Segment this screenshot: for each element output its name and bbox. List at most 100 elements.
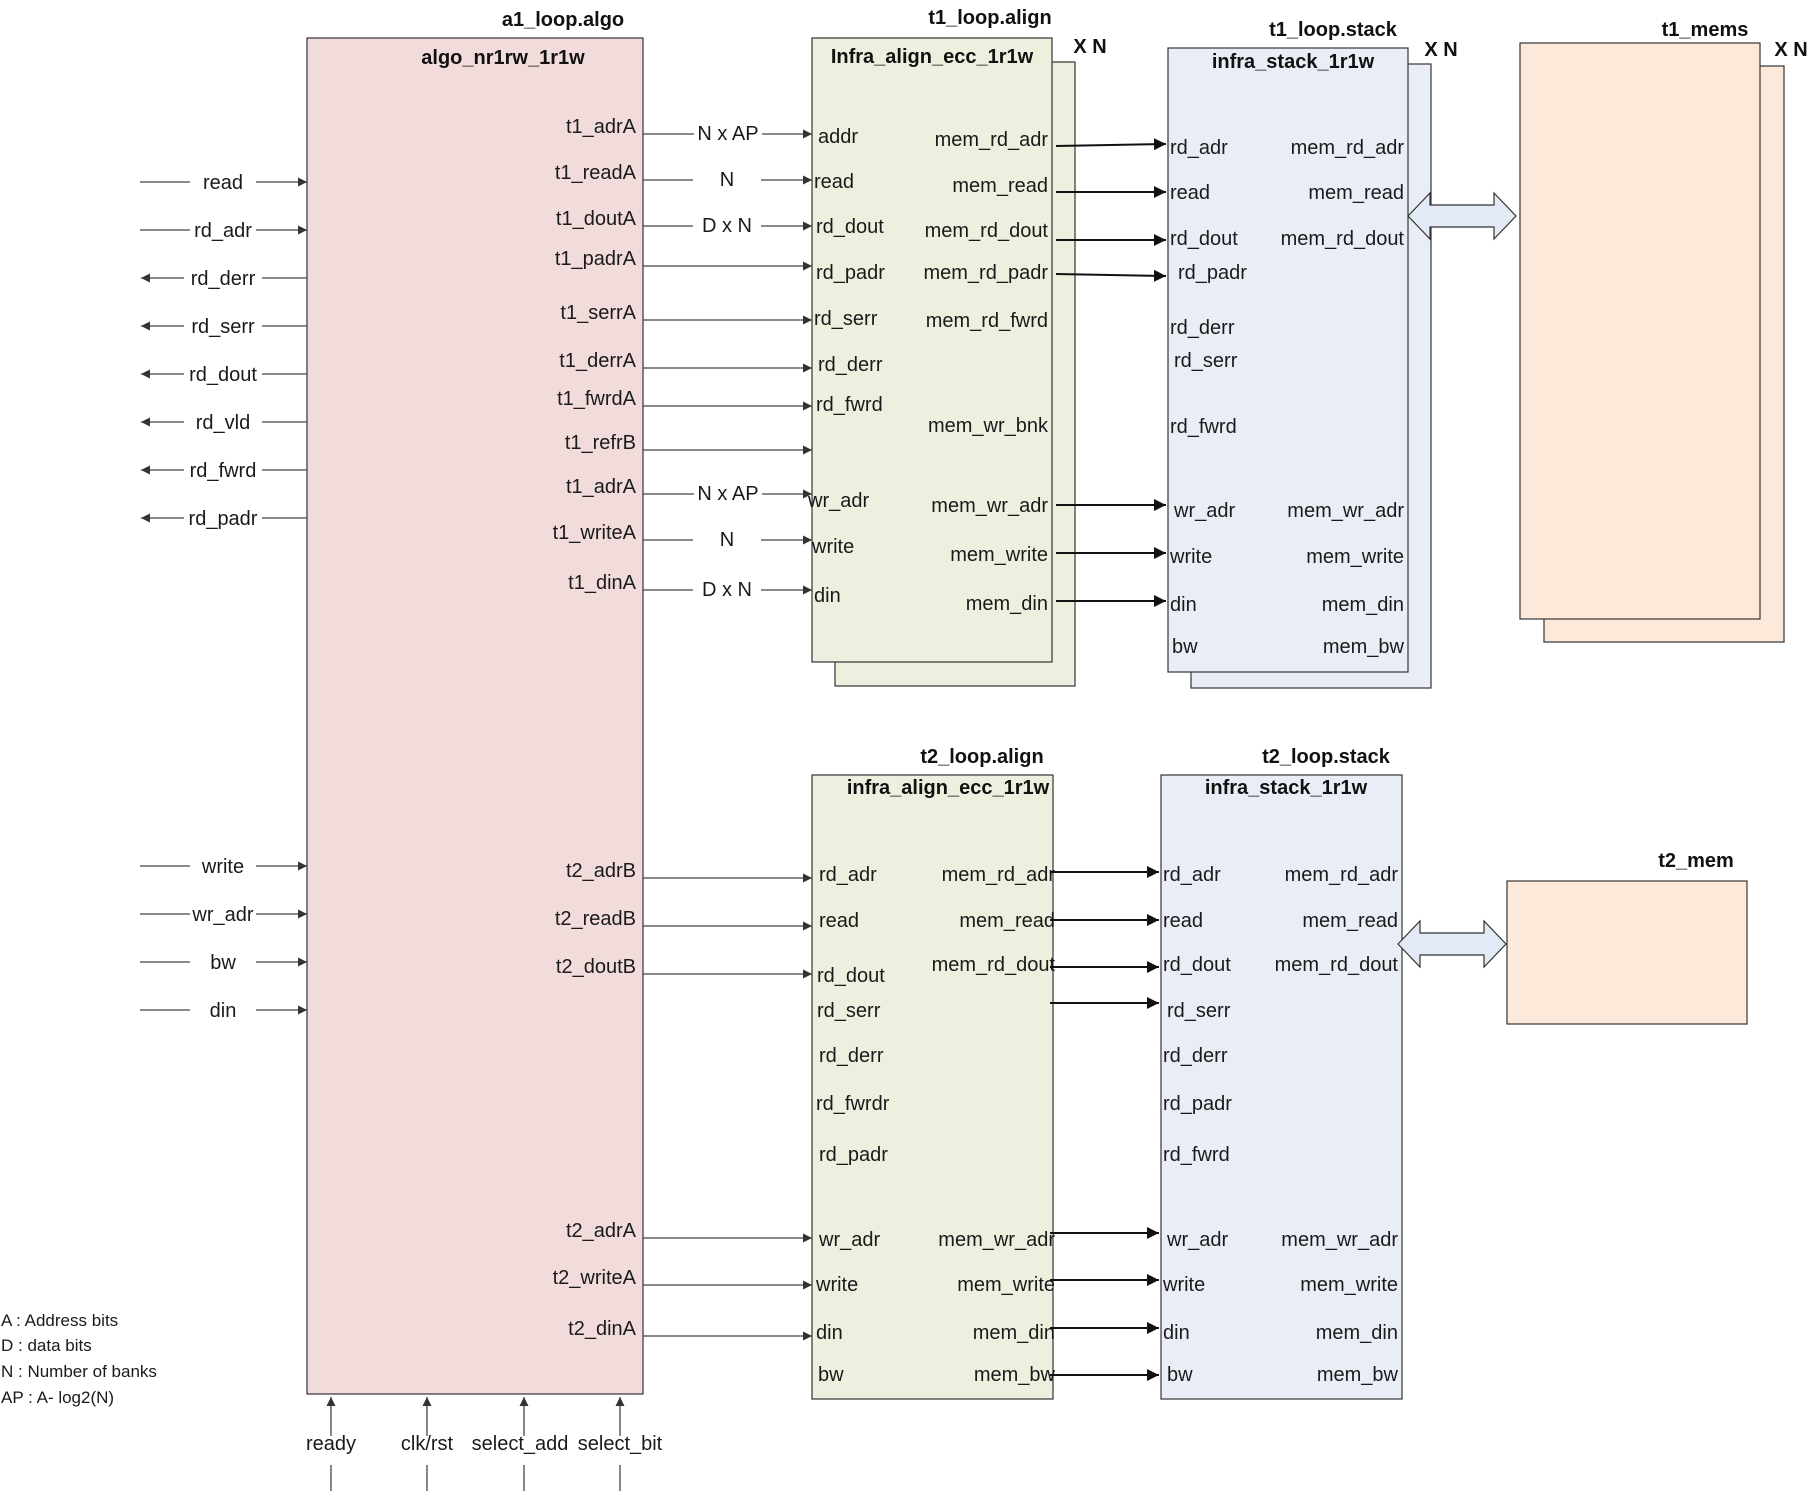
bottom-port-ready: ready xyxy=(306,1433,356,1455)
t1-align-out-mem-rd-adr: mem_rd_adr xyxy=(935,129,1049,151)
t1-align-out-mem-wr-bnk: mem_wr_bnk xyxy=(928,415,1049,437)
t1-align-in-rd-serr: rd_serr xyxy=(814,308,878,330)
t1-stack-in-rd-padr: rd_padr xyxy=(1178,262,1247,284)
port-label-write: write xyxy=(201,856,244,878)
t2-stack-in-read: read xyxy=(1163,910,1203,932)
t1-align-in-rd-padr: rd_padr xyxy=(816,262,885,284)
t1-align-multiplier: X N xyxy=(1073,36,1106,58)
t1-align-stack-wire-3 xyxy=(1055,269,1167,282)
t1-stack-in-rd-dout: rd_dout xyxy=(1170,228,1238,250)
algo-module-label: algo_nr1rw_1r1w xyxy=(421,47,585,69)
algo-port-t2-doutb: t2_doutB xyxy=(556,956,636,978)
t2-align-in-bw: bw xyxy=(818,1364,844,1386)
t2-mem-block xyxy=(1506,880,1748,1025)
t1-stack-out-mem-rd-dout: mem_rd_dout xyxy=(1281,228,1405,250)
t2-align-out-mem-rd-adr: mem_rd_adr xyxy=(942,864,1056,886)
t1-mems-multiplier: X N xyxy=(1774,39,1807,61)
algo-port-t1-serra: t1_serrA xyxy=(560,302,636,324)
t1-stack-out-mem-write: mem_write xyxy=(1306,546,1404,568)
port-label-rd-vld: rd_vld xyxy=(196,412,250,434)
t1-align-out-mem-rd-dout: mem_rd_dout xyxy=(925,220,1049,242)
t2-stack-mem-bus-arrow xyxy=(1397,919,1507,969)
t1-stack-out-mem-wr-adr: mem_wr_adr xyxy=(1287,500,1404,522)
t2-stack-in-rd-dout: rd_dout xyxy=(1163,954,1231,976)
t2-align-block xyxy=(811,774,1054,1400)
algo-t2-ports: t2_adrBt2_readBt2_doutBt2_adrAt2_writeAt… xyxy=(553,860,812,1341)
algo-port-t2-adra: t2_adrA xyxy=(566,1220,637,1242)
t1-align-out-mem-wr-adr: mem_wr_adr xyxy=(931,495,1048,517)
algo-port-t1-fwrda: t1_fwrdA xyxy=(557,388,637,410)
t1-align-in-read: read xyxy=(814,171,854,193)
t1-stack-out-mem-rd-adr: mem_rd_adr xyxy=(1291,137,1405,159)
t1-stack-block xyxy=(1167,47,1409,673)
t1-stack-in-read: read xyxy=(1170,182,1210,204)
t2-align-in-rd-padr: rd_padr xyxy=(819,1144,888,1166)
t2-align-out-mem-rd-dout: mem_rd_dout xyxy=(932,954,1056,976)
t2-align-out-mem-bw: mem_bw xyxy=(974,1364,1056,1386)
port-label-rd-derr: rd_derr xyxy=(191,268,256,290)
t1-align-stack-wire-0 xyxy=(1055,138,1167,151)
t2-align-instance-label: t2_loop.align xyxy=(920,746,1043,768)
t2-stack-out-mem-rd-dout: mem_rd_dout xyxy=(1275,954,1399,976)
algo-port-t1-adra: t1_adrA xyxy=(566,116,637,138)
port-label-read: read xyxy=(203,172,243,194)
t1-align-out-mem-rd-fwrd: mem_rd_fwrd xyxy=(926,310,1048,332)
port-label-wr-adr: wr_adr xyxy=(191,904,253,926)
t2-stack-out-mem-wr-adr: mem_wr_adr xyxy=(1281,1229,1398,1251)
t2-align-in-rd-dout: rd_dout xyxy=(817,965,885,987)
t2-stack-in-write: write xyxy=(1162,1274,1205,1296)
t1-stack-in-bw: bw xyxy=(1172,636,1198,658)
t2-stack-out-mem-rd-adr: mem_rd_adr xyxy=(1285,864,1399,886)
t2-align-in-rd-serr: rd_serr xyxy=(817,1000,881,1022)
port-label-bw: bw xyxy=(210,952,236,974)
port-label-din: din xyxy=(210,1000,237,1022)
t1-stack-out-mem-din: mem_din xyxy=(1322,594,1404,616)
algo-port-t1-refrb: t1_refrB xyxy=(565,432,636,454)
t1-stack-ports: rd_adrreadrd_doutrd_padrrd_derrrd_serrrd… xyxy=(1169,137,1405,658)
algo-port-t1-reada: t1_readA xyxy=(555,162,637,184)
wire-width-label-d-x-n: D x N xyxy=(702,579,752,601)
port-label-rd-dout: rd_dout xyxy=(189,364,257,386)
t2-stack-module-label: infra_stack_1r1w xyxy=(1205,777,1368,799)
t2-align-in-rd-adr: rd_adr xyxy=(819,864,877,886)
port-label-rd-serr: rd_serr xyxy=(191,316,255,338)
t1-align-out-mem-rd-padr: mem_rd_padr xyxy=(923,262,1048,284)
algo-port-t1-writea: t1_writeA xyxy=(553,522,637,544)
bottom-port-clk-rst: clk/rst xyxy=(401,1433,454,1455)
wire-width-label-n: N xyxy=(720,169,734,191)
t2-stack-out-mem-din: mem_din xyxy=(1316,1322,1398,1344)
t1-stack-multiplier: X N xyxy=(1424,39,1457,61)
port-label-rd-fwrd: rd_fwrd xyxy=(190,460,257,482)
t2-stack-in-rd-fwrd: rd_fwrd xyxy=(1163,1144,1230,1166)
t1-stack-in-rd-adr: rd_adr xyxy=(1170,137,1228,159)
t2-stack-out-mem-write: mem_write xyxy=(1300,1274,1398,1296)
legend-item-1: D : data bits xyxy=(1,1336,92,1355)
algo-block xyxy=(306,37,644,1395)
t1-stack-mems-bus-arrow xyxy=(1407,191,1517,241)
t2-align-in-wr-adr: wr_adr xyxy=(818,1229,880,1251)
top-level-ports: readrd_adrrd_derrrd_serrrd_doutrd_vldrd_… xyxy=(140,172,307,1022)
t2-stack-in-rd-adr: rd_adr xyxy=(1163,864,1221,886)
t1-align-out-mem-write: mem_write xyxy=(950,544,1048,566)
wire-width-label-n: N xyxy=(720,529,734,551)
t1-stack-module-label: infra_stack_1r1w xyxy=(1212,51,1375,73)
t1-align-in-rd-derr: rd_derr xyxy=(818,354,883,376)
t2-stack-in-rd-padr: rd_padr xyxy=(1163,1093,1232,1115)
t1-align-in-write: write xyxy=(811,536,854,558)
port-label-rd-padr: rd_padr xyxy=(189,508,258,530)
t2-align-out-mem-read: mem_read xyxy=(959,910,1055,932)
t1-align-instance-label: t1_loop.align xyxy=(928,7,1051,29)
t2-mem-instance-label: t2_mem xyxy=(1658,850,1734,872)
algo-port-t1-dina: t1_dinA xyxy=(568,572,636,594)
t1-align-in-wr-adr: wr_adr xyxy=(807,490,869,512)
t2-align-in-read: read xyxy=(819,910,859,932)
algo-port-t1-adra: t1_adrA xyxy=(566,476,637,498)
t2-stack-in-rd-derr: rd_derr xyxy=(1163,1045,1228,1067)
t1-stack-in-write: write xyxy=(1169,546,1212,568)
wire-width-label-n-x-ap: N x AP xyxy=(697,483,758,505)
t2-align-in-rd-fwrdr: rd_fwrdr xyxy=(816,1093,890,1115)
t1-mems-instance-label: t1_mems xyxy=(1662,19,1749,41)
